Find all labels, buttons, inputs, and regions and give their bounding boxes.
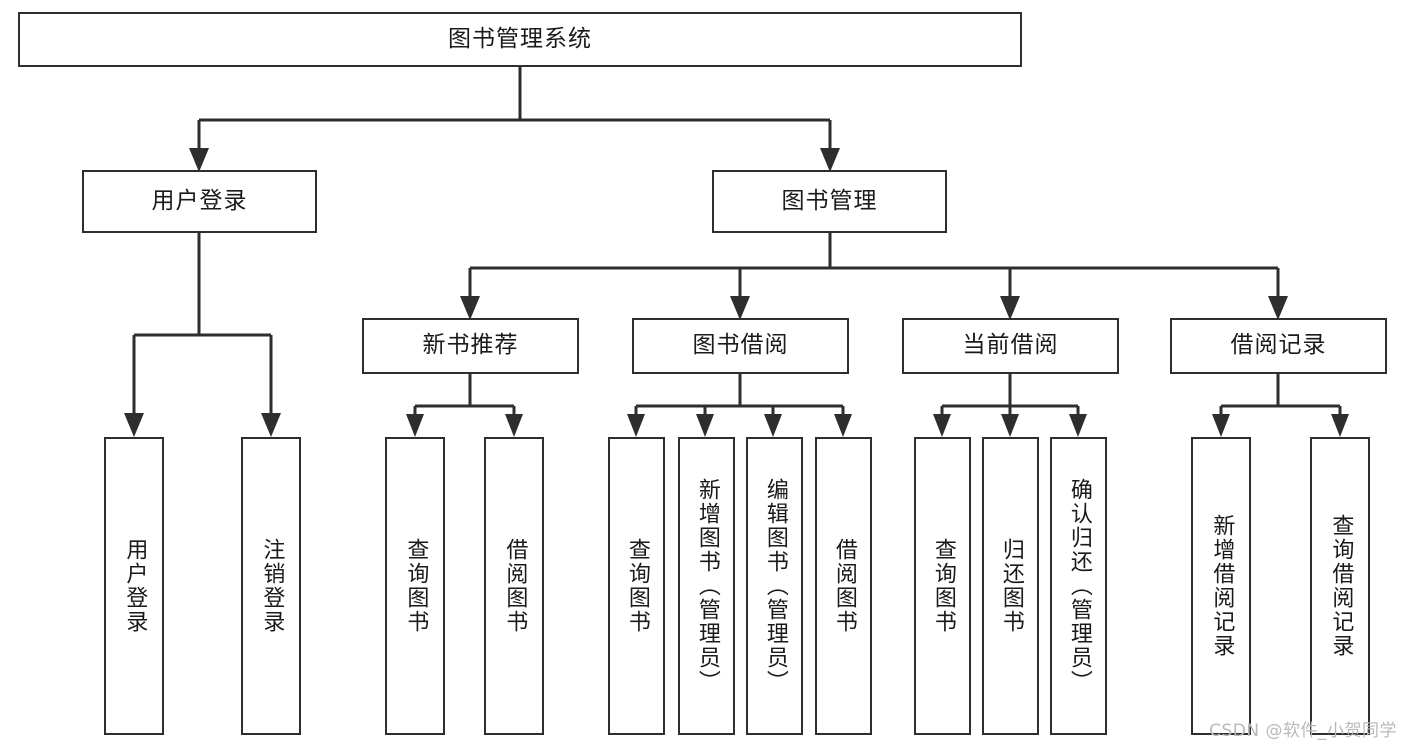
leaf-current-borrow-confirm[interactable]: 确认归还（管理员） bbox=[1050, 437, 1107, 735]
leaf-new-book-borrow[interactable]: 借阅图书 bbox=[484, 437, 544, 735]
arrowhead-ul-c2 bbox=[261, 413, 281, 437]
arrowhead-bb-c4 bbox=[834, 414, 852, 437]
leaf-label: 新增借阅记录 bbox=[1209, 514, 1235, 658]
leaf-label: 查询图书 bbox=[403, 538, 429, 634]
leaf-current-borrow-return[interactable]: 归还图书 bbox=[982, 437, 1039, 735]
arrowhead-cb-c2 bbox=[1001, 414, 1019, 437]
leaf-label: 确认归还（管理员） bbox=[1066, 478, 1092, 694]
arrowhead-nb-c1 bbox=[406, 414, 424, 437]
node-user-login[interactable]: 用户登录 bbox=[82, 170, 317, 233]
node-current-borrow-label: 当前借阅 bbox=[962, 332, 1059, 359]
leaf-book-borrow-borrow[interactable]: 借阅图书 bbox=[815, 437, 872, 735]
leaf-label: 借阅图书 bbox=[831, 538, 857, 634]
node-borrow-record[interactable]: 借阅记录 bbox=[1170, 318, 1387, 374]
node-borrow-record-label: 借阅记录 bbox=[1230, 332, 1327, 359]
leaf-new-book-query[interactable]: 查询图书 bbox=[385, 437, 445, 735]
arrowhead-nb-c2 bbox=[505, 414, 523, 437]
node-current-borrow[interactable]: 当前借阅 bbox=[902, 318, 1119, 374]
arrowhead-borrow-record bbox=[1268, 296, 1288, 320]
arrowhead-br-c2 bbox=[1331, 414, 1349, 437]
arrowhead-cb-c1 bbox=[933, 414, 951, 437]
arrowhead-new-book bbox=[460, 296, 480, 320]
leaf-label: 查询图书 bbox=[624, 538, 650, 634]
csdn-watermark: CSDN @软件_小贺同学 bbox=[1209, 721, 1397, 741]
arrowhead-book-manage bbox=[820, 148, 840, 172]
leaf-label: 用户登录 bbox=[122, 538, 148, 634]
leaf-user-login-logout[interactable]: 注销登录 bbox=[241, 437, 301, 735]
node-book-manage-label: 图书管理 bbox=[781, 187, 878, 214]
node-user-login-label: 用户登录 bbox=[151, 187, 248, 214]
leaf-label: 归还图书 bbox=[998, 538, 1024, 634]
leaf-label: 注销登录 bbox=[259, 538, 285, 634]
leaf-borrow-record-add[interactable]: 新增借阅记录 bbox=[1191, 437, 1251, 735]
leaf-label: 借阅图书 bbox=[502, 538, 528, 634]
arrowhead-cb-c3 bbox=[1069, 414, 1087, 437]
leaf-book-borrow-query[interactable]: 查询图书 bbox=[608, 437, 665, 735]
leaf-book-borrow-add[interactable]: 新增图书（管理员） bbox=[678, 437, 735, 735]
arrowhead-book-borrow bbox=[730, 296, 750, 320]
leaf-user-login-login[interactable]: 用户登录 bbox=[104, 437, 164, 735]
leaf-book-borrow-edit[interactable]: 编辑图书（管理员） bbox=[746, 437, 803, 735]
arrowhead-bb-c2 bbox=[696, 414, 714, 437]
arrowhead-bb-c3 bbox=[764, 414, 782, 437]
arrowhead-br-c1 bbox=[1212, 414, 1230, 437]
node-book-borrow-label: 图书借阅 bbox=[692, 332, 789, 359]
arrowhead-current-borrow bbox=[1000, 296, 1020, 320]
leaf-label: 新增图书（管理员） bbox=[694, 478, 720, 694]
leaf-label: 查询借阅记录 bbox=[1328, 514, 1354, 658]
node-book-borrow[interactable]: 图书借阅 bbox=[632, 318, 849, 374]
node-root[interactable]: 图书管理系统 bbox=[18, 12, 1022, 67]
leaf-borrow-record-query[interactable]: 查询借阅记录 bbox=[1310, 437, 1370, 735]
node-new-book-recommend-label: 新书推荐 bbox=[422, 332, 519, 359]
node-new-book-recommend[interactable]: 新书推荐 bbox=[362, 318, 579, 374]
arrowhead-ul-c1 bbox=[124, 413, 144, 437]
leaf-label: 查询图书 bbox=[930, 538, 956, 634]
leaf-current-borrow-query[interactable]: 查询图书 bbox=[914, 437, 971, 735]
node-book-manage[interactable]: 图书管理 bbox=[712, 170, 947, 233]
arrowhead-user-login bbox=[189, 148, 209, 172]
leaf-label: 编辑图书（管理员） bbox=[762, 478, 788, 694]
arrowhead-bb-c1 bbox=[627, 414, 645, 437]
node-root-label: 图书管理系统 bbox=[448, 25, 592, 52]
